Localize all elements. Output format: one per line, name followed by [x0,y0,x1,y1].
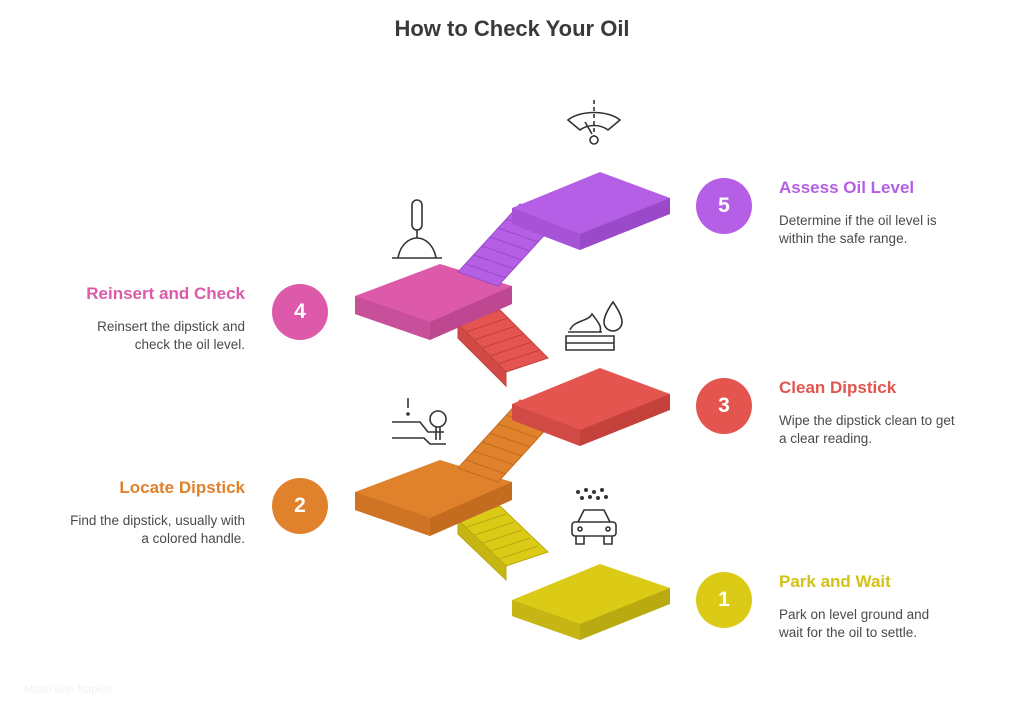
oil-drop-cleaning-icon [565,300,623,351]
gauge-icon [566,100,622,145]
step-4-title: Reinsert and Check [86,284,245,303]
watermark: Made with Napkin [24,684,112,696]
step-1-number: 1 [696,572,752,628]
step-3-title: Clean Dipstick [779,378,897,397]
step-3-number: 3 [696,378,752,434]
engine-dipstick-icon [392,398,447,445]
diagram-title: How to Check Your Oil [394,16,630,41]
step-2-title: Locate Dipstick [119,478,245,497]
platform-3 [512,368,670,446]
step-2-description: Find the dipstick, usually with a colore… [70,513,245,546]
platform-1 [512,564,670,640]
stairs-3-4 [457,309,549,388]
step-1-title: Park and Wait [779,572,891,591]
stairs-1-2 [457,505,549,582]
step-4-number: 4 [272,284,328,340]
step-5-title: Assess Oil Level [779,178,915,197]
dipstick-handle-icon [392,199,442,259]
step-3-description: Wipe the dipstick clean to get a clear r… [779,413,955,446]
platform-2 [355,460,512,536]
platform-5 [512,172,670,250]
step-5-number: 5 [696,178,752,234]
step-4-description: Reinsert the dipstick and check the oil … [97,319,245,352]
platform-4 [355,264,512,340]
car-icon [571,487,617,545]
step-5-description: Determine if the oil level is within the… [779,213,937,246]
step-2-number: 2 [272,478,328,534]
step-1-description: Park on level ground and wait for the oi… [779,607,930,640]
